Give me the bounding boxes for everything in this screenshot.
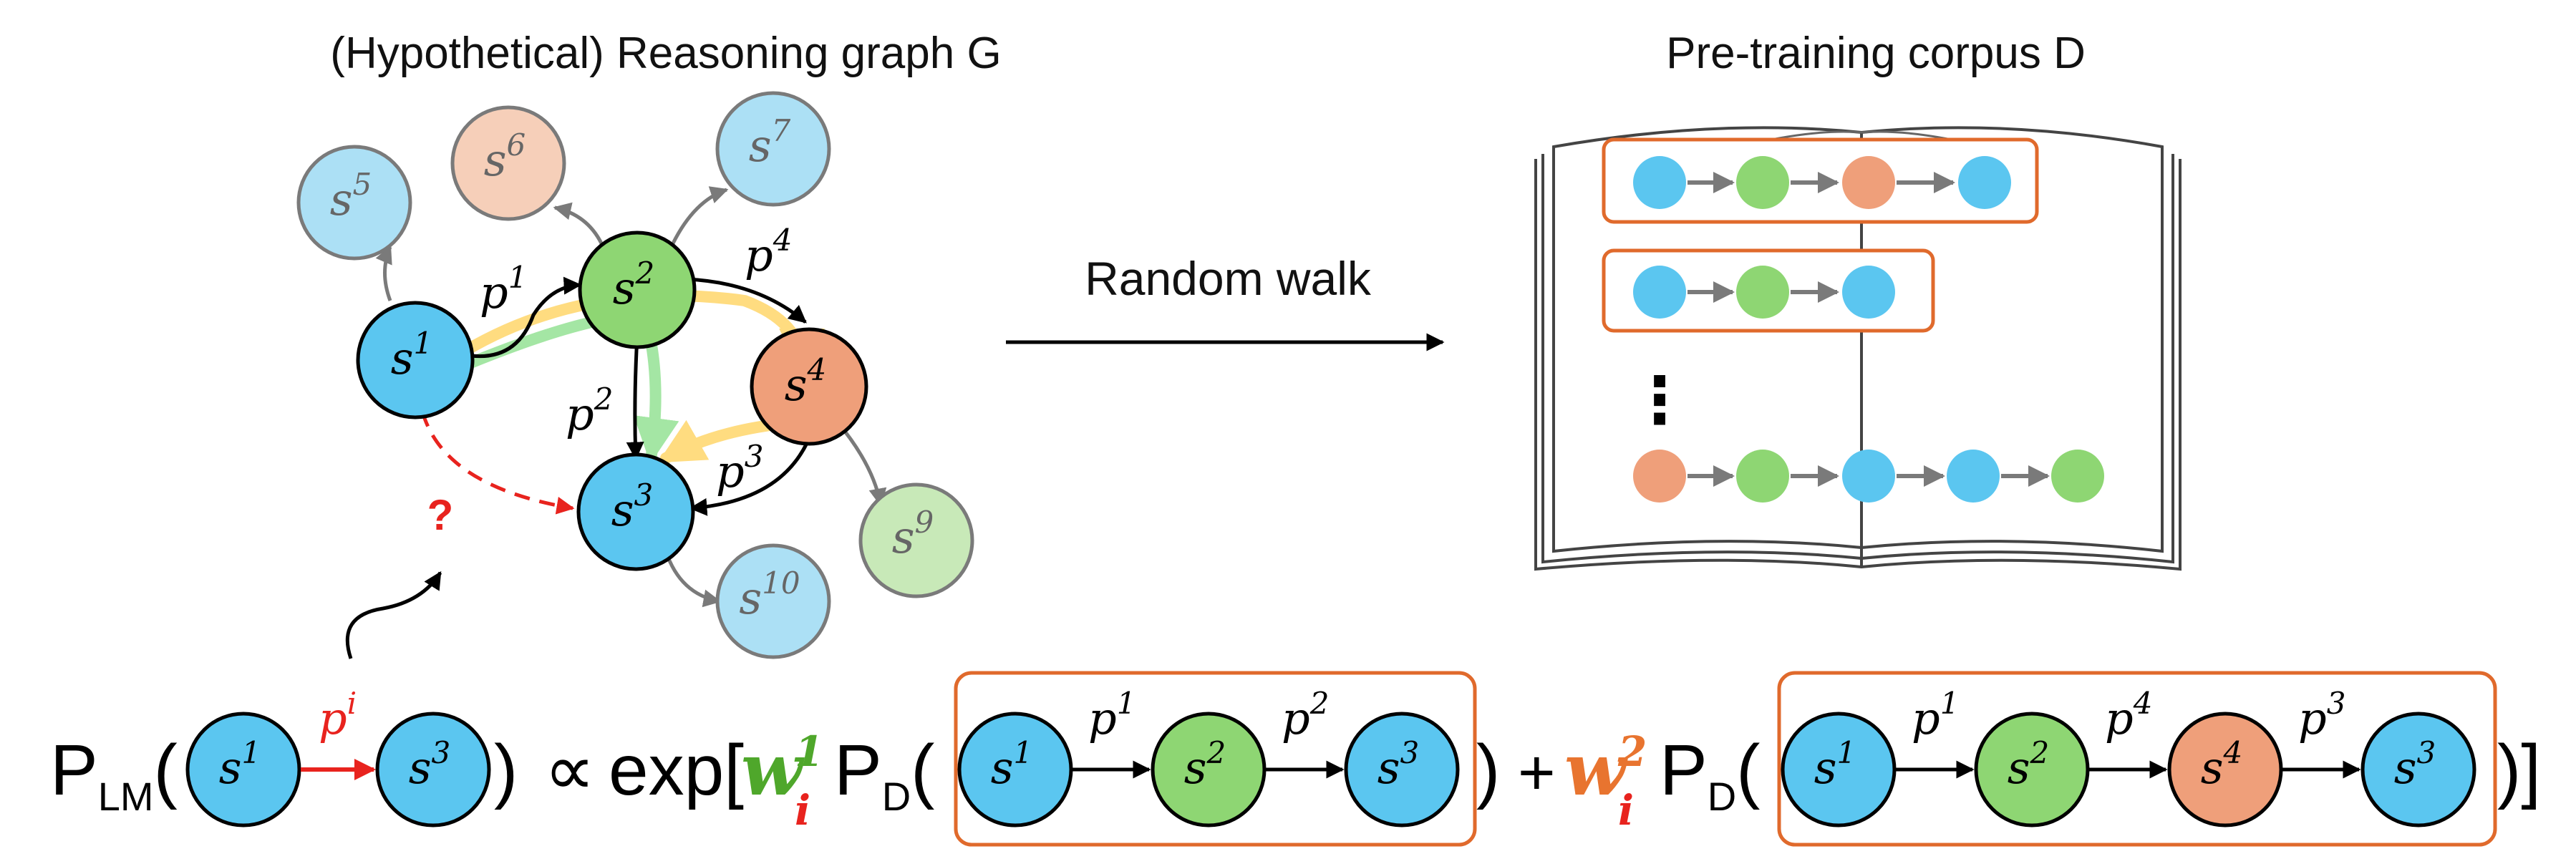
svg-text:s2: s2 <box>613 256 655 314</box>
svg-text:s3: s3 <box>409 735 451 794</box>
formula-c-s1: s1 <box>1781 712 1897 828</box>
book-icon <box>1534 126 2182 571</box>
walk1-node-1 <box>1633 156 1686 209</box>
svg-text:s10: s10 <box>739 566 800 624</box>
edge-p2 <box>626 336 644 460</box>
formula-close-paren-1: ) <box>494 730 518 810</box>
formula-b-s3: s3 <box>1344 712 1460 828</box>
node-s5: s5 <box>296 145 412 261</box>
formula-proportional: ∝ <box>544 730 595 810</box>
svg-text:s1: s1 <box>991 735 1033 794</box>
formula-c-p3: p3 <box>2298 686 2345 744</box>
edge-s1-s5 <box>375 245 392 301</box>
svg-text:s5: s5 <box>330 167 372 225</box>
svg-text:s1: s1 <box>1814 735 1856 794</box>
formula-closing: )] <box>2497 730 2541 810</box>
formula-pd-2: PD( <box>1660 730 1760 819</box>
walk3-node-1 <box>1633 450 1686 503</box>
edge-p3 <box>689 429 815 516</box>
formula-close-paren-2: ) <box>1476 730 1500 810</box>
corpus-ellipsis: ⋮ <box>1627 365 1692 437</box>
node-s10: s10 <box>715 543 831 659</box>
node-s4: s4 <box>750 327 868 446</box>
edge-s2-s6 <box>553 202 604 245</box>
curly-arrow <box>345 571 442 659</box>
node-s2: s2 <box>578 230 697 349</box>
formula-b-p2: p2 <box>1282 686 1329 744</box>
walk2-node-3 <box>1842 266 1895 319</box>
formula-pd-1: PD( <box>834 730 934 819</box>
label-p1: p1 <box>480 260 527 319</box>
svg-text:s3: s3 <box>2394 735 2436 794</box>
svg-text:s3: s3 <box>611 477 654 536</box>
formula-exp: exp[ <box>609 730 744 810</box>
formula-c-p1: p1 <box>1912 686 1959 744</box>
formula-c-p4: p4 <box>2105 686 2152 744</box>
walk1-node-4 <box>1958 156 2011 209</box>
graph-peripheral-nodes: s5 s6 s7 s9 s10 <box>296 91 974 659</box>
walk1-node-3 <box>1842 156 1895 209</box>
svg-text:s9: s9 <box>892 505 934 563</box>
formula-b-p1: p1 <box>1088 686 1136 744</box>
walk3-node-2 <box>1736 450 1789 503</box>
corpus-title: Pre-training corpus D <box>1666 29 2086 78</box>
random-walk-label: Random walk <box>1085 252 1372 305</box>
graph-title: (Hypothetical) Reasoning graph G <box>330 29 1001 78</box>
formula-plus: + <box>1518 737 1556 809</box>
walk-box-1 <box>1602 137 2039 224</box>
walk2-node-1 <box>1633 266 1686 319</box>
svg-text:s2: s2 <box>2008 735 2050 794</box>
node-s9: s9 <box>858 482 974 598</box>
walk-box-2 <box>1602 248 1935 333</box>
edge-missing-s1-s3 <box>420 411 575 515</box>
formula-c-s4: s4 <box>2167 712 2283 828</box>
node-s7: s7 <box>715 91 831 207</box>
svg-text:s6: s6 <box>484 127 526 186</box>
svg-text:s7: s7 <box>749 113 791 172</box>
svg-text:s4: s4 <box>2201 735 2243 794</box>
formula-b-s2: s2 <box>1151 712 1267 828</box>
edge-s3-s10 <box>664 550 722 608</box>
walk3-node-4 <box>1947 450 2000 503</box>
walk3-node-5 <box>2051 450 2104 503</box>
formula-c-s3: s3 <box>2360 712 2476 828</box>
formula-a-s3: s3 <box>375 712 491 828</box>
formula-b-s1: s1 <box>957 712 1073 828</box>
formula-pi: pi <box>319 686 357 744</box>
graph-edge-labels: p1 p2 p4 p3 <box>480 223 792 498</box>
svg-text:s2: s2 <box>1184 735 1226 794</box>
walk3-node-3 <box>1842 450 1895 503</box>
edge-s4-s9 <box>836 421 887 507</box>
svg-text:s1: s1 <box>391 326 433 384</box>
formula-a-s1: s1 <box>185 712 301 828</box>
edge-s2-s7 <box>671 186 729 245</box>
formula-plm: PLM( <box>50 730 178 819</box>
node-s6: s6 <box>450 105 566 221</box>
question-mark: ? <box>427 491 454 539</box>
formula-c-s2: s2 <box>1974 712 2090 828</box>
graph-main-edges <box>461 276 815 516</box>
formula-path-box-2 <box>1777 671 2497 847</box>
svg-text:s3: s3 <box>1377 735 1420 794</box>
node-s1: s1 <box>356 301 475 419</box>
edge-p4 <box>687 277 807 324</box>
walk2-node-2 <box>1736 266 1789 319</box>
walk1-node-2 <box>1736 156 1789 209</box>
graph-main-nodes: s1 s2 s4 s3 <box>356 230 868 571</box>
label-p4: p4 <box>745 223 792 281</box>
edge-p1 <box>461 276 582 359</box>
label-p2: p2 <box>566 382 613 440</box>
formula-path-box-1 <box>954 671 1477 847</box>
svg-text:s1: s1 <box>219 735 261 794</box>
svg-text:s4: s4 <box>785 352 827 411</box>
label-p3: p3 <box>716 439 763 498</box>
node-s3: s3 <box>576 452 695 571</box>
walk-row-3 <box>1633 450 2104 503</box>
